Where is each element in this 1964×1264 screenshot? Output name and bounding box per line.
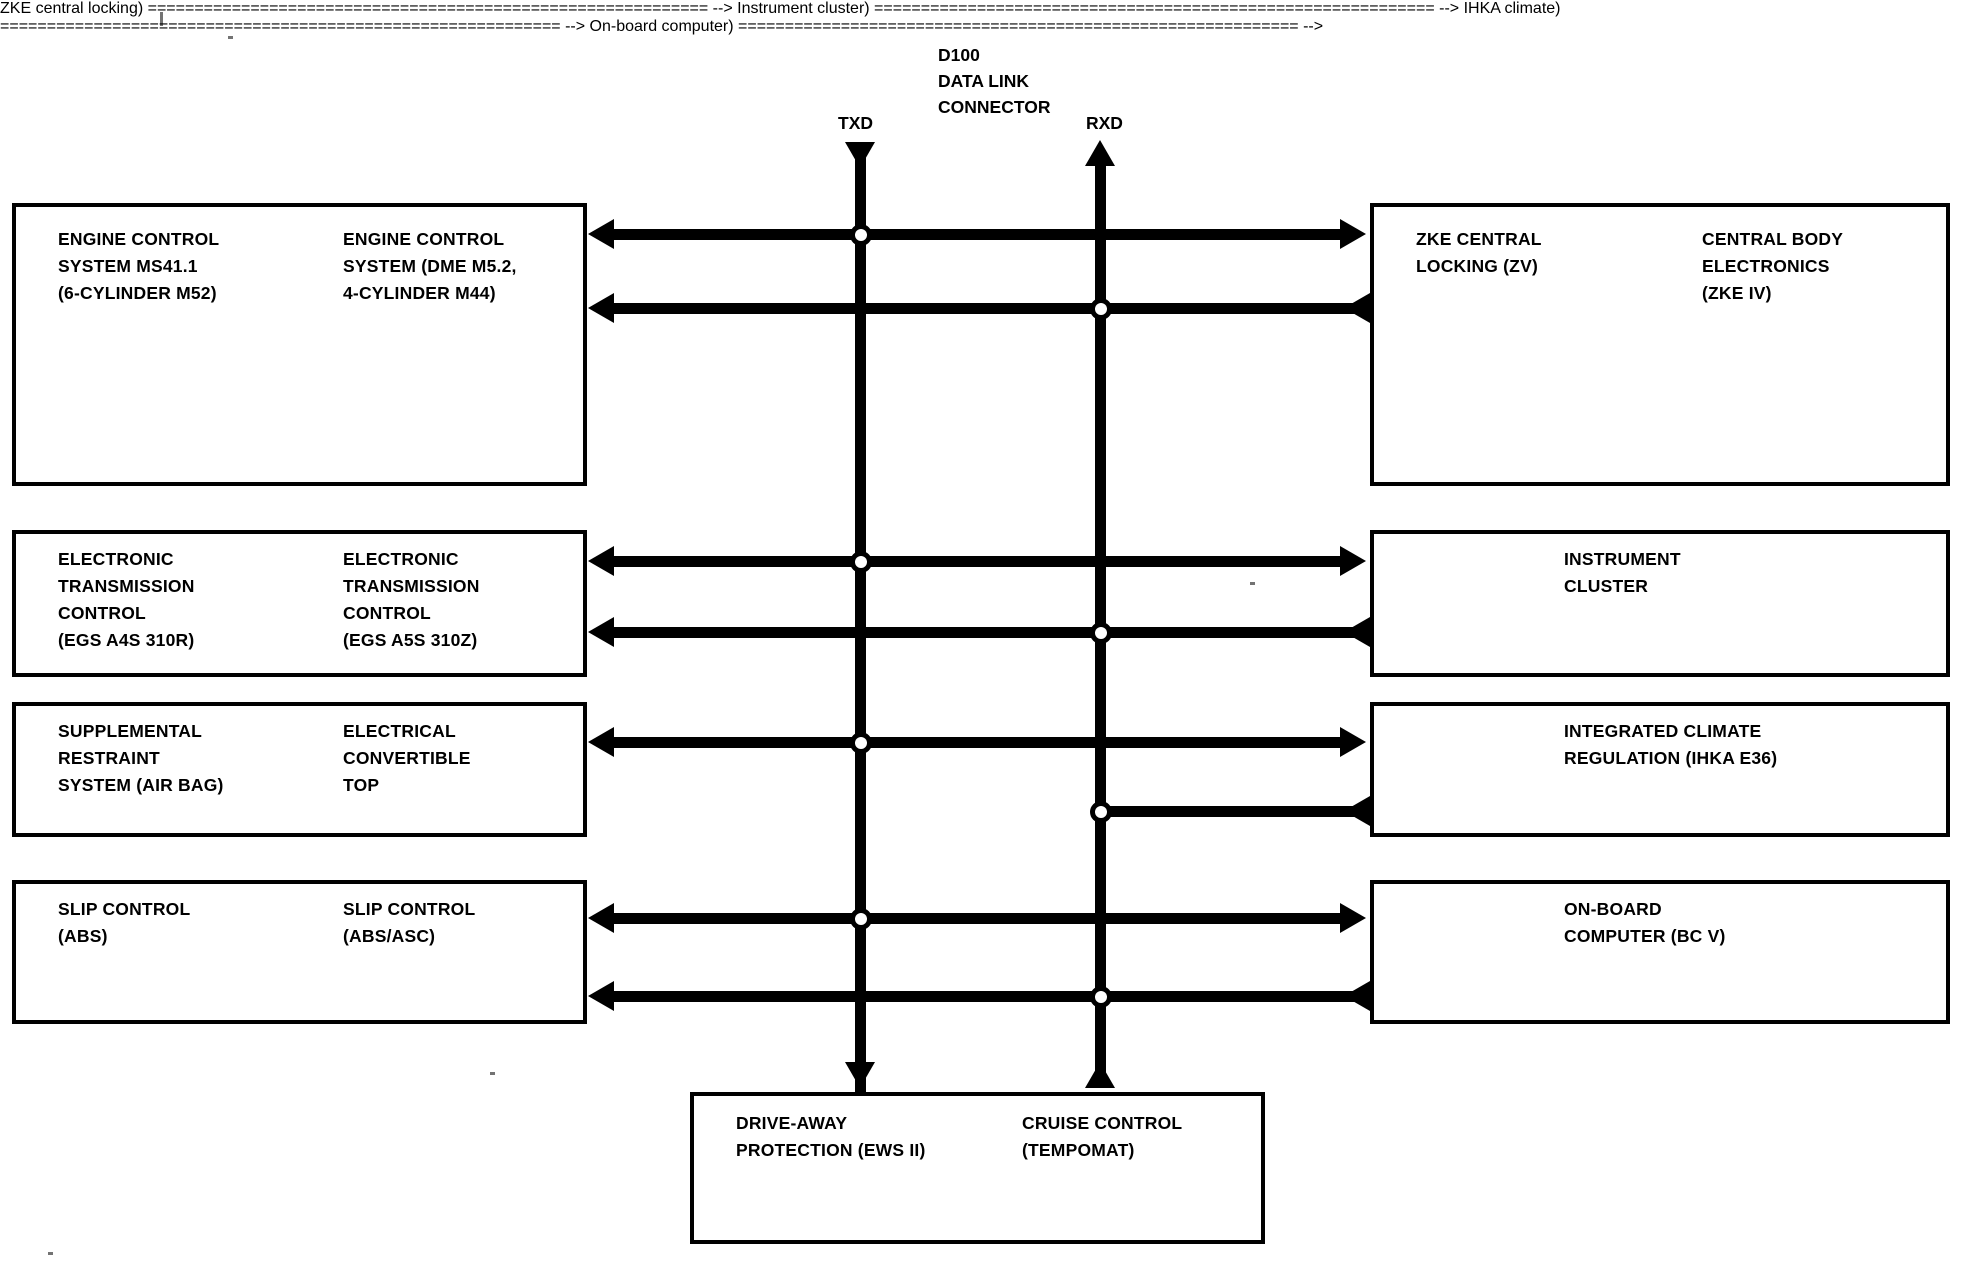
row2-upper-txd-junction (850, 551, 872, 573)
row2-upper-left-arrowhead (588, 546, 614, 576)
row1-upper-txd-junction (850, 224, 872, 246)
row2-upper-bus-segment (610, 556, 1350, 567)
slip-control-abs-asc-text: SLIP CONTROL (ABS/ASC) (343, 899, 476, 946)
row3-upper-txd-junction (850, 732, 872, 754)
row2-lower-bus-segment (608, 627, 1370, 638)
cruise-control-tempomat-text: CRUISE CONTROL (TEMPOMAT) (1022, 1113, 1183, 1160)
row3-lower-rxd-junction (1090, 801, 1112, 823)
txd-label: TXD (838, 113, 873, 133)
row4-upper-left-arrowhead (588, 903, 614, 933)
module-box-srs-convertible-top[interactable]: SUPPLEMENTAL RESTRAINT SYSTEM (AIR BAG) … (12, 702, 587, 837)
rxd-bus-line (1095, 152, 1106, 1082)
scan-speck (228, 36, 233, 39)
scan-speck (490, 1072, 495, 1075)
module-box-ews-cruise-control[interactable]: DRIVE-AWAY PROTECTION (EWS II) CRUISE CO… (690, 1092, 1265, 1244)
row4-lower-left-arrowhead (588, 981, 614, 1011)
module-box-zke-central-locking[interactable]: ZKE CENTRAL LOCKING (ZV) CENTRAL BODY EL… (1370, 203, 1950, 486)
row1-lower-bus-segment (608, 303, 1370, 314)
electrical-convertible-top-text: ELECTRICAL CONVERTIBLE TOP (343, 721, 471, 795)
rxd-top-arrowhead (1085, 140, 1115, 166)
supplemental-restraint-text: SUPPLEMENTAL RESTRAINT SYSTEM (AIR BAG) (58, 721, 224, 795)
on-board-computer-text: ON-BOARD COMPUTER (BC V) (1564, 899, 1726, 946)
row4-upper-txd-junction (850, 908, 872, 930)
row4-lower-right-arrowhead (1344, 981, 1370, 1011)
row2-lower-left-arrowhead (588, 617, 614, 647)
instrument-cluster-text: INSTRUMENT CLUSTER (1564, 549, 1681, 596)
scan-speck (48, 1252, 53, 1255)
module-box-on-board-computer[interactable]: ON-BOARD COMPUTER (BC V) (1370, 880, 1950, 1024)
scan-speck (1250, 582, 1255, 585)
row3-upper-right-arrowhead (1340, 727, 1366, 757)
txd-top-arrowhead (845, 142, 875, 168)
row1-upper-right-arrowhead (1340, 219, 1366, 249)
row4-lower-rxd-junction (1090, 986, 1112, 1008)
scan-speck (160, 12, 163, 26)
row1-lower-left-arrowhead (588, 293, 614, 323)
drive-away-protection-text: DRIVE-AWAY PROTECTION (EWS II) (736, 1113, 926, 1160)
zke-central-locking-text: ZKE CENTRAL LOCKING (ZV) (1416, 229, 1542, 276)
engine-control-dme-text: ENGINE CONTROL SYSTEM (DME M5.2, 4-CYLIN… (343, 229, 517, 303)
module-box-instrument-cluster[interactable]: INSTRUMENT CLUSTER (1370, 530, 1950, 677)
row1-lower-rxd-junction (1090, 298, 1112, 320)
slip-control-abs-text: SLIP CONTROL (ABS) (58, 899, 191, 946)
row2-upper-right-arrowhead (1340, 546, 1366, 576)
module-box-integrated-climate[interactable]: INTEGRATED CLIMATE REGULATION (IHKA E36) (1370, 702, 1950, 837)
row4-upper-bus-segment (610, 913, 1350, 924)
data-link-connector-label: D100 DATA LINK CONNECTOR (938, 45, 1051, 117)
row1-upper-bus-segment (610, 229, 1350, 240)
central-body-electronics-text: CENTRAL BODY ELECTRONICS (ZKE IV) (1702, 229, 1844, 303)
row1-upper-left-arrowhead (588, 219, 614, 249)
module-box-transmission-control[interactable]: ELECTRONIC TRANSMISSION CONTROL (EGS A4S… (12, 530, 587, 677)
rxd-label: RXD (1086, 113, 1123, 133)
row3-upper-bus-segment (610, 737, 1350, 748)
module-box-engine-control[interactable]: ENGINE CONTROL SYSTEM MS41.1 (6-CYLINDER… (12, 203, 587, 486)
txd-bus-line (855, 152, 866, 1092)
egs-a4s-text: ELECTRONIC TRANSMISSION CONTROL (EGS A4S… (58, 549, 195, 650)
row3-upper-left-arrowhead (588, 727, 614, 757)
rxd-bottom-arrowhead (1085, 1062, 1115, 1088)
row3-lower-right-arrowhead (1344, 796, 1370, 826)
txd-bottom-arrowhead (845, 1062, 875, 1088)
row2-lower-rxd-junction (1090, 622, 1112, 644)
row4-lower-bus-segment (608, 991, 1370, 1002)
egs-a5s-text: ELECTRONIC TRANSMISSION CONTROL (EGS A5S… (343, 549, 480, 650)
module-box-slip-control[interactable]: SLIP CONTROL (ABS) SLIP CONTROL (ABS/ASC… (12, 880, 587, 1024)
integrated-climate-regulation-text: INTEGRATED CLIMATE REGULATION (IHKA E36) (1564, 721, 1778, 768)
row1-lower-right-arrowhead (1344, 293, 1370, 323)
row3-lower-bus-segment (1100, 806, 1370, 817)
row2-lower-right-arrowhead (1344, 617, 1370, 647)
engine-control-ms41-text: ENGINE CONTROL SYSTEM MS41.1 (6-CYLINDER… (58, 229, 220, 303)
row4-upper-right-arrowhead (1340, 903, 1366, 933)
